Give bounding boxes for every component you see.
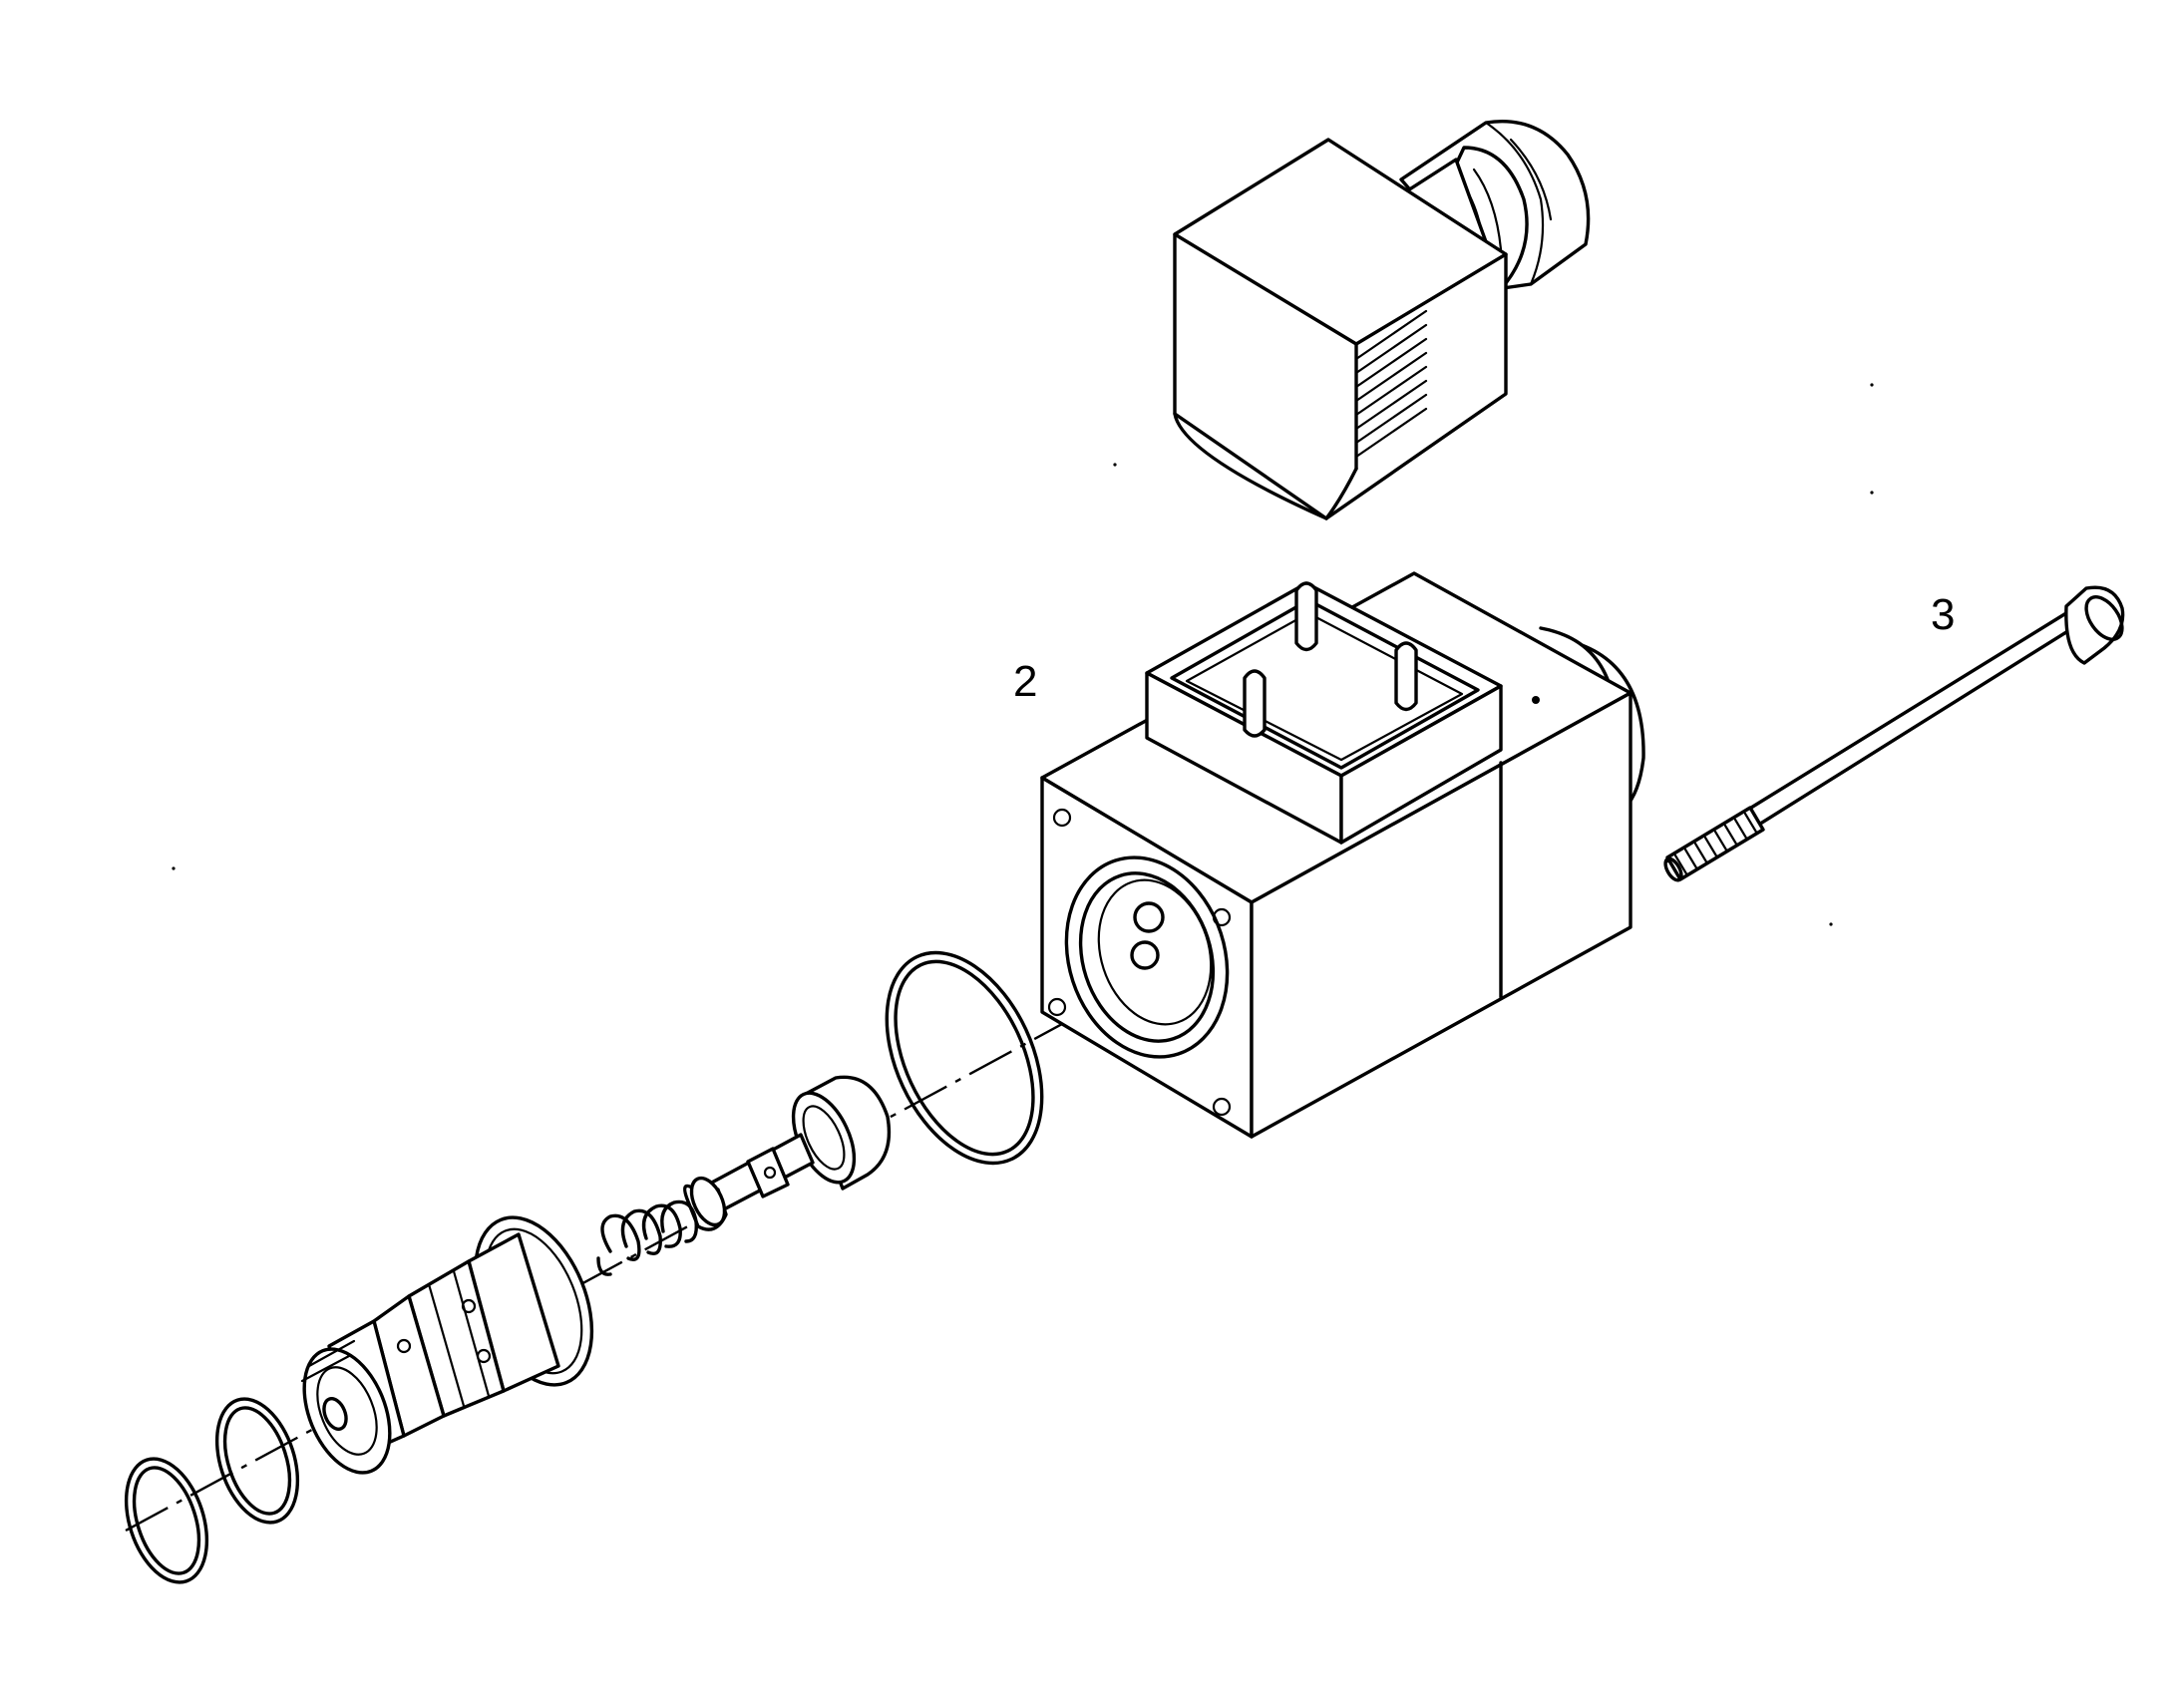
callout-2: 2 xyxy=(1013,657,1037,706)
scan-specks xyxy=(172,383,1874,926)
plunger-icon[interactable] xyxy=(683,1075,892,1231)
solenoid-coil-icon[interactable] xyxy=(1040,571,1645,1139)
spring-icon[interactable] xyxy=(596,1199,698,1276)
plug-connector-icon[interactable] xyxy=(1173,120,1591,520)
o-ring-icon[interactable] xyxy=(856,928,1073,1188)
cartridge-icon[interactable] xyxy=(287,1200,614,1486)
callout-3: 3 xyxy=(1931,590,1955,639)
o-ring-icon[interactable] xyxy=(112,1449,221,1593)
bolt-icon[interactable] xyxy=(1662,585,2129,882)
o-ring-icon[interactable] xyxy=(202,1389,312,1534)
